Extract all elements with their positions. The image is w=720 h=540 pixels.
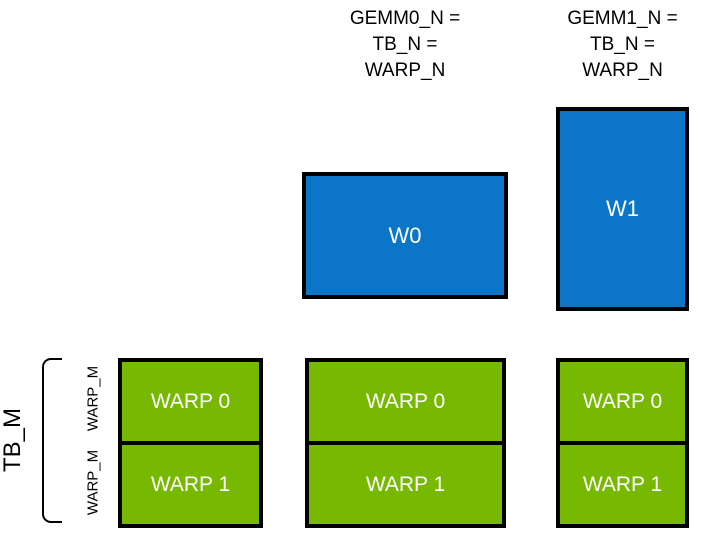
green-cell-warp-0: WARP 0 <box>560 362 685 441</box>
green-cell-warp-0: WARP 0 <box>309 362 502 441</box>
blue-box-w0-label: W0 <box>388 222 422 248</box>
green-cell-label: WARP 0 <box>150 389 231 413</box>
blue-box-w1-label: W1 <box>606 196 639 221</box>
tb-m-bracket <box>42 358 62 523</box>
warp-m-label-top: WARP_M <box>84 365 102 432</box>
blue-box-w1: W1 <box>556 107 689 311</box>
green-cell-warp-1: WARP 1 <box>309 441 502 524</box>
green-group-2: WARP 0 WARP 1 <box>556 358 689 528</box>
green-cell-label: WARP 0 <box>582 389 663 413</box>
green-cell-label: WARP 1 <box>582 472 663 496</box>
green-cell-label: WARP 0 <box>365 389 446 413</box>
green-cell-label: WARP 1 <box>365 472 446 496</box>
green-cell-warp-0: WARP 0 <box>122 362 259 441</box>
green-group-1: WARP 0 WARP 1 <box>305 358 506 528</box>
green-cell-warp-1: WARP 1 <box>560 441 685 524</box>
green-group-0: WARP 0 WARP 1 <box>118 358 263 528</box>
green-cell-warp-1: WARP 1 <box>122 441 259 524</box>
green-cell-label: WARP 1 <box>150 472 231 496</box>
warp-m-label-bottom: WARP_M <box>84 449 102 516</box>
blue-box-w0: W0 <box>302 172 508 299</box>
caption-gemm1: GEMM1_N = TB_N = WARP_N <box>567 8 678 81</box>
tb-m-label: TB_M <box>0 408 26 473</box>
caption-gemm0: GEMM0_N = TB_N = WARP_N <box>349 8 461 81</box>
